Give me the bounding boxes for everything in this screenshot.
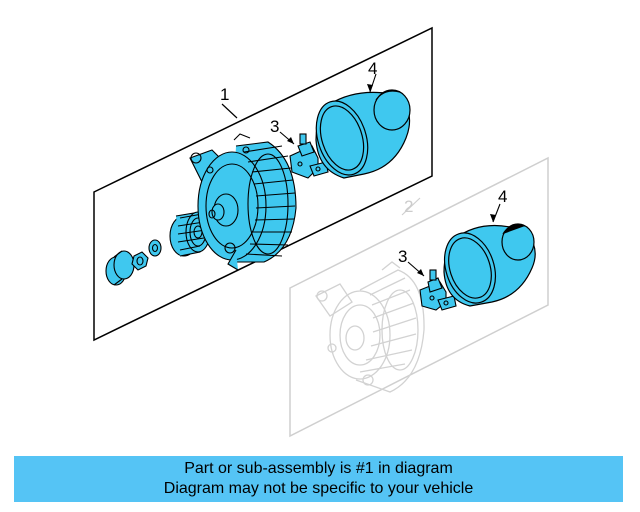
callout-1: 1 bbox=[220, 85, 229, 104]
ghost-regulator-part-3 bbox=[419, 269, 457, 311]
main-assembly-frame bbox=[93, 26, 433, 342]
ghost-cover-part-4 bbox=[443, 223, 536, 307]
alternator-body bbox=[189, 133, 297, 271]
regulator-part-3 bbox=[289, 133, 329, 179]
ghost-assembly-frame bbox=[289, 156, 549, 438]
callout-4-ghost: 4 bbox=[498, 187, 507, 206]
ghost-assembly: 2 3 bbox=[289, 156, 549, 438]
caption-line-2: Diagram may not be specific to your vehi… bbox=[163, 480, 474, 497]
callout-2: 2 bbox=[404, 197, 413, 216]
parts-diagram: 2 3 bbox=[93, 26, 549, 438]
caption-line-1: Part or sub-assembly is #1 in diagram bbox=[184, 460, 453, 477]
callout-3: 3 bbox=[270, 117, 279, 136]
ghost-alternator bbox=[315, 261, 425, 393]
caption-banner: Part or sub-assembly is #1 in diagram Di… bbox=[14, 456, 623, 502]
alternator-washer bbox=[148, 239, 162, 257]
alternator-nut bbox=[131, 251, 149, 271]
alternator-nut-cap bbox=[105, 250, 135, 286]
cover-part-4 bbox=[315, 89, 411, 179]
callout-3-ghost: 3 bbox=[398, 247, 407, 266]
callout-4: 4 bbox=[368, 59, 377, 78]
main-assembly: 1 bbox=[93, 26, 433, 342]
